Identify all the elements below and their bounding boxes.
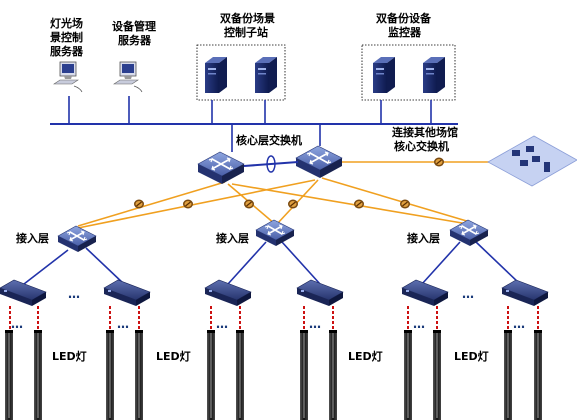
other-venue-label-1: 连接其他场馆 (392, 125, 458, 139)
lighting-server-pc-icon (53, 61, 83, 93)
led-fixture-icon (403, 329, 413, 420)
ellipsis-leds: … (11, 317, 23, 331)
substation-group-box (196, 44, 286, 101)
fiber-module-icon (353, 198, 365, 210)
substation-server-icon-2 (255, 57, 277, 93)
controller-icon (501, 279, 549, 307)
led-fixture-icon (33, 329, 43, 420)
lighting-server-label-3: 服务器 (50, 44, 84, 58)
controller-icon (296, 279, 344, 307)
access-layer-label-3: 接入层 (407, 231, 440, 245)
led-fixture-icon (299, 329, 309, 420)
led-label-3: LED灯 (348, 349, 383, 363)
led-fixture-icon (105, 329, 115, 420)
lighting-server-label-1: 灯光场 (50, 16, 83, 30)
access-switch-icon-3 (449, 219, 489, 247)
core-stack-link (243, 161, 299, 167)
fiber-links (77, 161, 500, 229)
fiber-module-icon (433, 156, 445, 168)
ellipsis-leds: … (513, 317, 525, 331)
ellipsis-controllers-2: … (462, 287, 474, 301)
ellipsis-controllers-1: … (68, 287, 80, 301)
fiber-module-icon (399, 198, 411, 210)
fiber-module-icon (287, 198, 299, 210)
led-fixture-icon (4, 329, 14, 420)
substation-server-icon-1 (205, 57, 227, 93)
device-mgmt-server-pc-icon (113, 61, 143, 93)
substation-label-1: 双备份场景 (220, 11, 275, 25)
controller-icon (204, 279, 252, 307)
led-label-1: LED灯 (52, 349, 87, 363)
access-switch-icon-1 (57, 225, 97, 253)
device-mgmt-label-2: 服务器 (118, 33, 152, 47)
fiber-module-icon (133, 198, 145, 210)
access-layer-label-1: 接入层 (16, 231, 49, 245)
led-fixture-icon (328, 329, 338, 420)
access-switch-icon-2 (255, 219, 295, 247)
led-fixture-icon (235, 329, 245, 420)
other-venue-label-2: 核心交换机 (394, 139, 449, 153)
core-switch-icon-1 (197, 151, 245, 185)
core-stack-ring (266, 155, 276, 173)
network-cloud-icon (487, 135, 577, 187)
device-mgmt-label-1: 设备管理 (112, 19, 156, 33)
controller-icon (401, 279, 449, 307)
lighting-server-label-2: 景控制 (49, 30, 83, 44)
ellipsis-leds: … (216, 317, 228, 331)
fiber-module-icon (182, 198, 194, 210)
ellipsis-leds: … (117, 317, 129, 331)
monitor-label-1: 双备份设备 (376, 11, 432, 25)
access-layer-label-2: 接入层 (216, 231, 249, 245)
monitor-server-icon-1 (373, 57, 395, 93)
access-links (23, 241, 521, 285)
ellipsis-leds: … (309, 317, 321, 331)
dmx-links (9, 306, 539, 330)
monitor-label-2: 监控器 (388, 25, 422, 39)
led-label-4: LED灯 (454, 349, 489, 363)
led-fixture-icon (206, 329, 216, 420)
monitor-group-box (361, 44, 456, 101)
bus-drops (68, 96, 432, 152)
led-fixture-icon (134, 329, 144, 420)
ellipsis-leds: … (413, 317, 425, 331)
led-fixture-icon (533, 329, 543, 420)
controller-icon (0, 279, 47, 307)
led-fixture-icon (432, 329, 442, 420)
led-fixture-icon (503, 329, 513, 420)
core-switch-icon-2 (295, 145, 343, 179)
fiber-module-icon (243, 198, 255, 210)
core-switch-label: 核心层交换机 (236, 133, 302, 147)
monitor-server-icon-2 (423, 57, 445, 93)
controller-icon (103, 279, 151, 307)
led-label-2: LED灯 (156, 349, 191, 363)
substation-label-2: 控制子站 (224, 25, 268, 39)
